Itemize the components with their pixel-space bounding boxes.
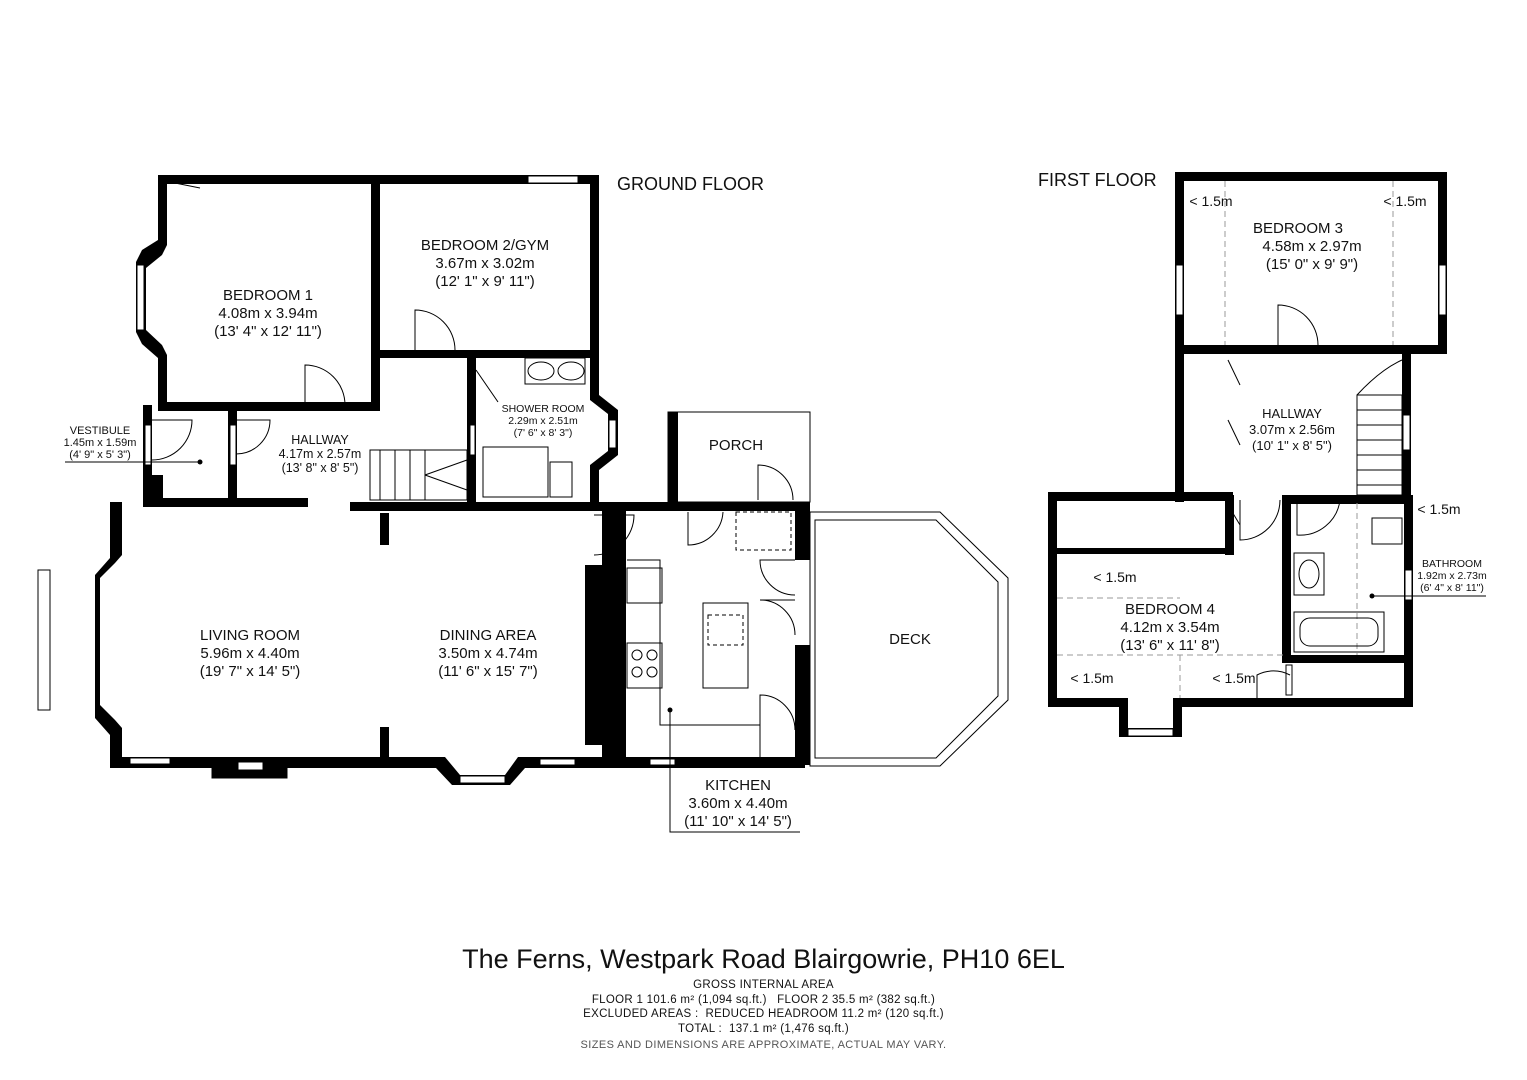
svg-text:< 1.5m: < 1.5m xyxy=(1212,670,1255,686)
svg-text:HALLWAY: HALLWAY xyxy=(1262,406,1322,421)
gia-title: GROSS INTERNAL AREA xyxy=(693,979,834,991)
svg-text:4.08m x 3.94m: 4.08m x 3.94m xyxy=(218,305,317,322)
first-floor-doors xyxy=(1227,304,1341,698)
svg-text:4.12m x 3.54m: 4.12m x 3.54m xyxy=(1120,619,1219,636)
toilet xyxy=(549,461,573,498)
svg-text:(11' 6" x 15' 7"): (11' 6" x 15' 7") xyxy=(438,663,537,680)
svg-text:BEDROOM 4: BEDROOM 4 xyxy=(1125,601,1215,618)
svg-text:(11' 10" x 14' 5"): (11' 10" x 14' 5") xyxy=(684,813,792,830)
room-deck: DECK xyxy=(889,631,931,648)
svg-text:KITCHEN: KITCHEN xyxy=(705,777,771,794)
svg-text:(10' 1" x 8' 5"): (10' 1" x 8' 5") xyxy=(1252,438,1332,453)
svg-text:(19' 7" x 14' 5"): (19' 7" x 14' 5") xyxy=(200,663,301,680)
svg-text:(6' 4" x 8' 11"): (6' 4" x 8' 11") xyxy=(1420,582,1484,594)
excluded-areas: EXCLUDED AREAS : REDUCED HEADROOM 11.2 m… xyxy=(583,1008,944,1020)
room-bedroom3: BEDROOM 3 4.58m x 2.97m (15' 0" x 9' 9") xyxy=(1253,220,1362,273)
first-floor-dashes xyxy=(1057,181,1394,698)
kitchen-island xyxy=(702,602,749,689)
svg-text:PORCH: PORCH xyxy=(709,437,763,454)
room-porch: PORCH xyxy=(709,437,763,454)
room-kitchen: KITCHEN 3.60m x 4.40m (11' 10" x 14' 5") xyxy=(667,707,800,833)
svg-text:< 1.5m: < 1.5m xyxy=(1417,501,1460,517)
floor-plan: GROUND FLOOR xyxy=(37,170,1487,833)
hallway-walls xyxy=(143,350,476,510)
bedroom1-walls xyxy=(136,175,380,411)
svg-text:3.50m x 4.74m: 3.50m x 4.74m xyxy=(438,645,537,662)
room-shower: SHOWER ROOM 2.29m x 2.51m (7' 6" x 8' 3"… xyxy=(502,403,585,439)
main-walls xyxy=(95,502,810,785)
svg-text:BEDROOM 1: BEDROOM 1 xyxy=(223,287,313,304)
ground-floor-plan: GROUND FLOOR xyxy=(37,174,1009,833)
svg-text:(15' 0" x 9' 9"): (15' 0" x 9' 9") xyxy=(1266,256,1358,273)
ground-windows xyxy=(37,175,676,784)
svg-text:1.45m x 1.59m: 1.45m x 1.59m xyxy=(64,437,137,449)
room-bedroom1: BEDROOM 1 4.08m x 3.94m (13' 4" x 12' 11… xyxy=(214,287,322,340)
svg-text:(12' 1" x 9' 11"): (12' 1" x 9' 11") xyxy=(435,273,534,290)
svg-text:< 1.5m: < 1.5m xyxy=(1093,569,1136,585)
porch-wall xyxy=(668,412,678,502)
room-vestibule: VESTIBULE 1.45m x 1.59m (4' 9" x 5' 3") xyxy=(64,425,203,465)
cooker xyxy=(626,642,663,689)
svg-text:< 1.5m: < 1.5m xyxy=(1383,193,1426,209)
shower-room-walls xyxy=(590,350,618,507)
basin-first xyxy=(1293,552,1325,596)
room-living: LIVING ROOM 5.96m x 4.40m (19' 7" x 14' … xyxy=(200,627,301,680)
stairs-first xyxy=(1356,394,1403,496)
disclaimer: SIZES AND DIMENSIONS ARE APPROXIMATE, AC… xyxy=(580,1039,947,1051)
ground-doors xyxy=(151,181,796,757)
porch-outline xyxy=(667,411,811,503)
first-floor-plan: FIRST FLOOR xyxy=(1038,170,1487,737)
floor-areas: FLOOR 1 101.6 m² (1,094 sq.ft.) FLOOR 2 … xyxy=(591,993,936,1006)
svg-text:4.17m x 2.57m: 4.17m x 2.57m xyxy=(279,447,362,461)
svg-text:< 1.5m: < 1.5m xyxy=(1189,193,1232,209)
svg-text:HALLWAY: HALLWAY xyxy=(291,433,349,447)
first-floor-fixtures xyxy=(1293,359,1403,653)
svg-text:5.96m x 4.40m: 5.96m x 4.40m xyxy=(200,645,299,662)
svg-text:3.67m x 3.02m: 3.67m x 3.02m xyxy=(435,255,534,272)
svg-text:(4' 9" x 5' 3"): (4' 9" x 5' 3") xyxy=(69,449,131,461)
svg-text:SHOWER ROOM: SHOWER ROOM xyxy=(502,403,585,415)
total-area: TOTAL : 137.1 m² (1,476 sq.ft.) xyxy=(677,1022,850,1035)
headroom-labels: < 1.5m < 1.5m < 1.5m < 1.5m < 1.5m < 1.5… xyxy=(1070,193,1460,686)
ground-floor-title: GROUND FLOOR xyxy=(617,174,764,194)
deck-outline xyxy=(809,511,1009,767)
stairs xyxy=(369,449,468,501)
svg-text:(7' 6" x 8' 3"): (7' 6" x 8' 3") xyxy=(514,427,573,439)
ground-fixtures xyxy=(369,357,792,726)
bath xyxy=(1293,611,1385,653)
room-bedroom4: BEDROOM 4 4.12m x 3.54m (13' 6" x 11' 8"… xyxy=(1120,601,1219,654)
svg-text:BEDROOM 2/GYM: BEDROOM 2/GYM xyxy=(421,237,549,254)
svg-text:1.92m x 2.73m: 1.92m x 2.73m xyxy=(1417,570,1487,582)
svg-text:VESTIBULE: VESTIBULE xyxy=(70,425,131,437)
room-hallway-first: HALLWAY 3.07m x 2.56m (10' 1" x 8' 5") xyxy=(1249,406,1335,453)
svg-text:< 1.5m: < 1.5m xyxy=(1070,670,1113,686)
room-bedroom2: BEDROOM 2/GYM 3.67m x 3.02m (12' 1" x 9'… xyxy=(421,237,549,290)
svg-text:BEDROOM 3: BEDROOM 3 xyxy=(1253,220,1343,237)
svg-text:2.29m x 2.51m: 2.29m x 2.51m xyxy=(508,415,578,427)
svg-text:DECK: DECK xyxy=(889,631,931,648)
svg-text:4.58m x 2.97m: 4.58m x 2.97m xyxy=(1262,238,1361,255)
svg-text:BATHROOM: BATHROOM xyxy=(1422,558,1482,570)
svg-text:3.60m x 4.40m: 3.60m x 4.40m xyxy=(688,795,787,812)
property-address: The Ferns, Westpark Road Blairgowrie, PH… xyxy=(462,944,1065,974)
toilet-first xyxy=(1371,517,1403,545)
svg-text:(13' 4" x 12' 11"): (13' 4" x 12' 11") xyxy=(214,323,322,340)
room-dining: DINING AREA 3.50m x 4.74m (11' 6" x 15' … xyxy=(438,627,537,680)
room-hallway-ground: HALLWAY 4.17m x 2.57m (13' 8" x 8' 5") xyxy=(279,433,362,475)
bedroom2-walls xyxy=(371,175,599,375)
first-floor-title: FIRST FLOOR xyxy=(1038,170,1157,190)
svg-text:(13' 8" x 8' 5"): (13' 8" x 8' 5") xyxy=(282,461,359,475)
first-floor-windows xyxy=(1127,264,1447,737)
svg-text:LIVING ROOM: LIVING ROOM xyxy=(200,627,300,644)
svg-text:(13' 6" x 11' 8"): (13' 6" x 11' 8") xyxy=(1120,637,1219,654)
shower-tray xyxy=(482,446,549,498)
footer: The Ferns, Westpark Road Blairgowrie, PH… xyxy=(0,940,1527,1051)
svg-text:DINING AREA: DINING AREA xyxy=(440,627,537,644)
skylight xyxy=(735,511,792,551)
svg-text:3.07m x 2.56m: 3.07m x 2.56m xyxy=(1249,422,1335,437)
deck-inner xyxy=(814,519,999,759)
room-bathroom: BATHROOM 1.92m x 2.73m (6' 4" x 8' 11") xyxy=(1369,558,1487,599)
basins xyxy=(524,357,586,385)
hob xyxy=(626,567,663,604)
